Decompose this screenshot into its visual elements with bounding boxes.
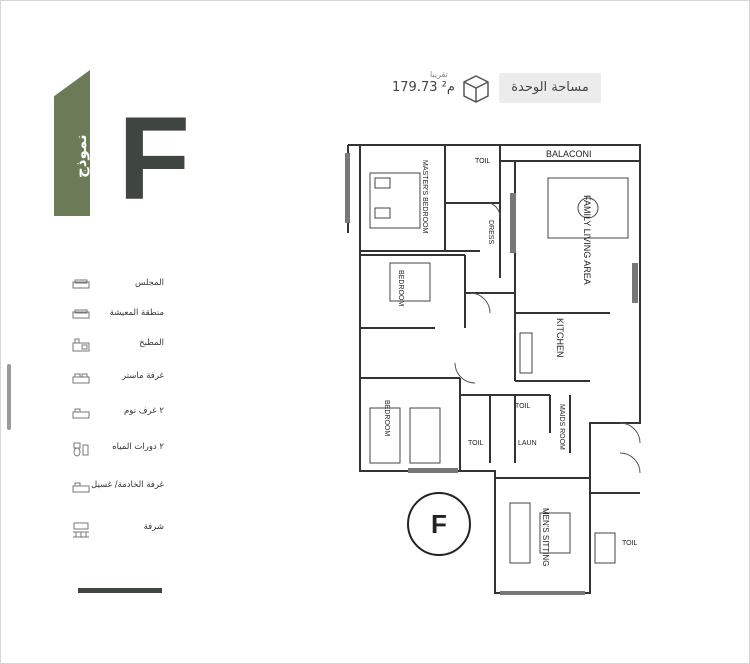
model-word: نموذج [72, 134, 90, 178]
bed-icon [72, 482, 90, 493]
label-dress: DRESS [487, 220, 494, 245]
legend-item-balcony: شرفة [72, 520, 164, 540]
label-bedroom-3: BEDROOM [383, 400, 390, 437]
legend-item-toilets: ٢ دورات المياه [72, 440, 164, 460]
legend-label: المجلس [134, 278, 164, 288]
legend-label: شرفة [143, 522, 164, 532]
bed-icon [72, 408, 90, 419]
legend-item-maid: غرفة الخادمة/ غسيل [72, 478, 164, 498]
label-toil-4: TOIL [622, 540, 638, 547]
area-approx: تقريبا [430, 70, 448, 79]
legend-item-majlis: المجلس [72, 276, 164, 296]
label-balconi: BALACONI [546, 149, 592, 159]
unit-area-label: مساحة الوحدة [499, 73, 601, 103]
toilet-icon [73, 442, 89, 457]
floor-plan [345, 144, 641, 595]
footer-bar [78, 588, 162, 593]
legend-label: منطقة المعيشة [109, 308, 164, 318]
model-letter: F [118, 93, 191, 225]
legend-item-living: منطقة المعيشة [72, 306, 164, 326]
legend-item-kitchen: المطبخ [72, 336, 164, 356]
label-maids-room: MAIDS ROOM [558, 404, 565, 450]
label-kitchen: KITCHEN [555, 318, 565, 358]
bed-icon [72, 373, 90, 384]
legend-label: ٢ غرف نوم [124, 406, 164, 416]
scrollbar[interactable] [7, 364, 11, 430]
legend-label: المطبخ [139, 338, 164, 348]
legend-item-bedrooms: ٢ غرف نوم [72, 404, 164, 424]
sofa-icon [72, 309, 90, 319]
area-value: م² 179.73 [392, 80, 455, 95]
label-bedroom-2: BEDROOM [397, 270, 404, 307]
label-family-living: FAMILY LIVING AREA [582, 195, 592, 285]
legend-item-master: غرفة ماستر [72, 369, 164, 389]
label-toil-2: TOIL [468, 440, 484, 447]
label-master-bedroom: MASTER'S BEDROOM [421, 160, 428, 234]
label-mens-sitting: MEN'S SITTING [541, 508, 550, 567]
balcony-icon [73, 522, 89, 538]
area-number: 179.73 [392, 80, 438, 95]
label-laun: LAUN [518, 440, 537, 447]
cube-icon [463, 75, 489, 103]
legend-label: ٢ دورات المياه [112, 442, 164, 452]
label-toil-3: TOIL [515, 403, 531, 410]
model-tab [54, 70, 90, 216]
kitchen-icon [72, 338, 90, 352]
label-toil-1: TOIL [475, 158, 491, 165]
legend-label: غرفة الخادمة/ غسيل [91, 480, 164, 490]
area-unit: م² [441, 80, 455, 95]
plan-f-mark: F [407, 492, 471, 556]
sofa-icon [72, 279, 90, 289]
legend-label: غرفة ماستر [122, 371, 164, 381]
